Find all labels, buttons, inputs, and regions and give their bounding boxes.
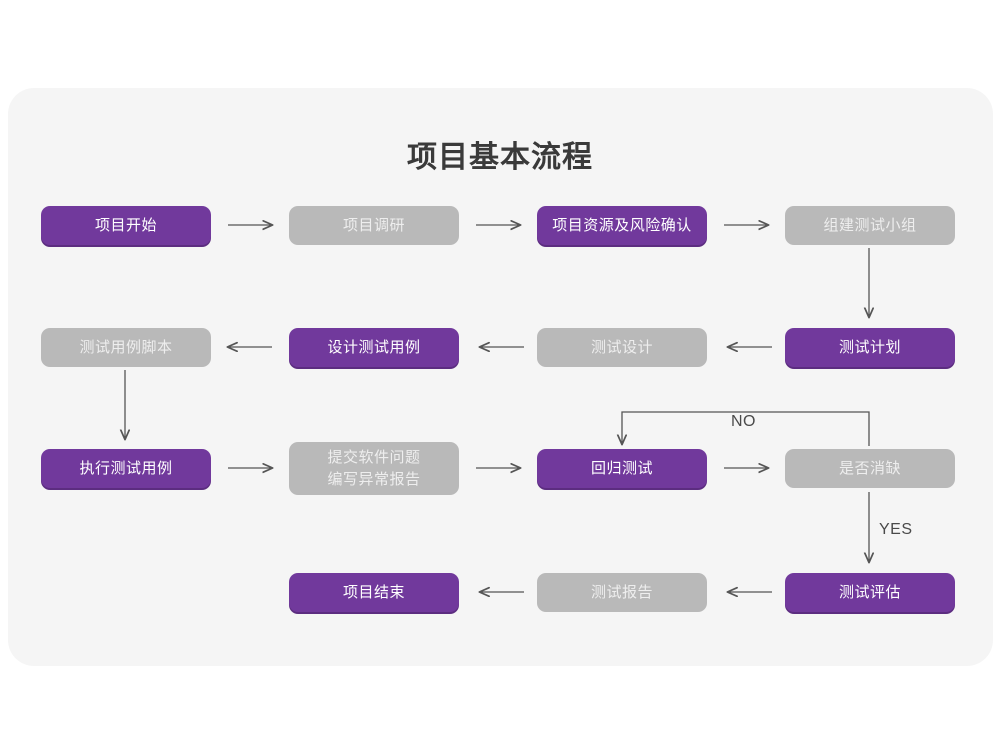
node-execute-test-case[interactable]: 执行测试用例 — [41, 449, 211, 488]
node-test-design[interactable]: 测试设计 — [537, 328, 707, 367]
edge-label-no: NO — [731, 413, 756, 430]
node-project-research[interactable]: 项目调研 — [289, 206, 459, 245]
node-project-start[interactable]: 项目开始 — [41, 206, 211, 245]
node-design-test-case[interactable]: 设计测试用例 — [289, 328, 459, 367]
node-submit-issue-report[interactable]: 提交软件问题 编写异常报告 — [289, 442, 459, 495]
node-test-evaluation[interactable]: 测试评估 — [785, 573, 955, 612]
flowchart-card — [8, 88, 993, 666]
node-regression-test[interactable]: 回归测试 — [537, 449, 707, 488]
page-title: 项目基本流程 — [407, 141, 593, 174]
node-form-test-team[interactable]: 组建测试小组 — [785, 206, 955, 245]
node-test-case-script[interactable]: 测试用例脚本 — [41, 328, 211, 367]
node-project-end[interactable]: 项目结束 — [289, 573, 459, 612]
edge-label-yes: YES — [879, 521, 913, 538]
node-defect-cleared[interactable]: 是否消缺 — [785, 449, 955, 488]
node-resource-risk-confirm[interactable]: 项目资源及风险确认 — [537, 206, 707, 245]
node-test-plan[interactable]: 测试计划 — [785, 328, 955, 367]
node-test-report[interactable]: 测试报告 — [537, 573, 707, 612]
